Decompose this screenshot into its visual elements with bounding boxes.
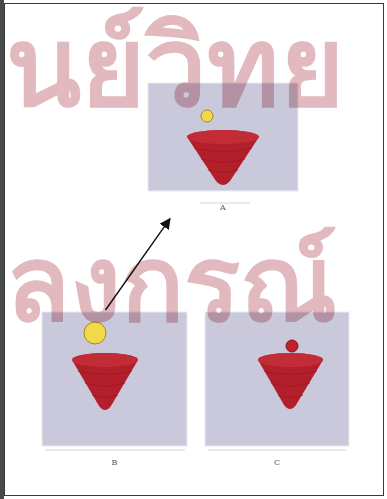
panel-label: B (40, 458, 189, 468)
cone (258, 353, 323, 409)
watermark: ลงกรณ์ (6, 232, 337, 337)
panel-label: C (203, 458, 351, 468)
caption-rule (208, 450, 346, 451)
red-ball (286, 340, 298, 352)
scan-edge (0, 0, 4, 499)
caption-rule (45, 450, 185, 451)
cone (187, 130, 259, 185)
panel-label: A (146, 203, 300, 213)
cone (72, 353, 138, 410)
page-frame (5, 4, 384, 496)
watermark: นย์วิทย (6, 12, 344, 122)
